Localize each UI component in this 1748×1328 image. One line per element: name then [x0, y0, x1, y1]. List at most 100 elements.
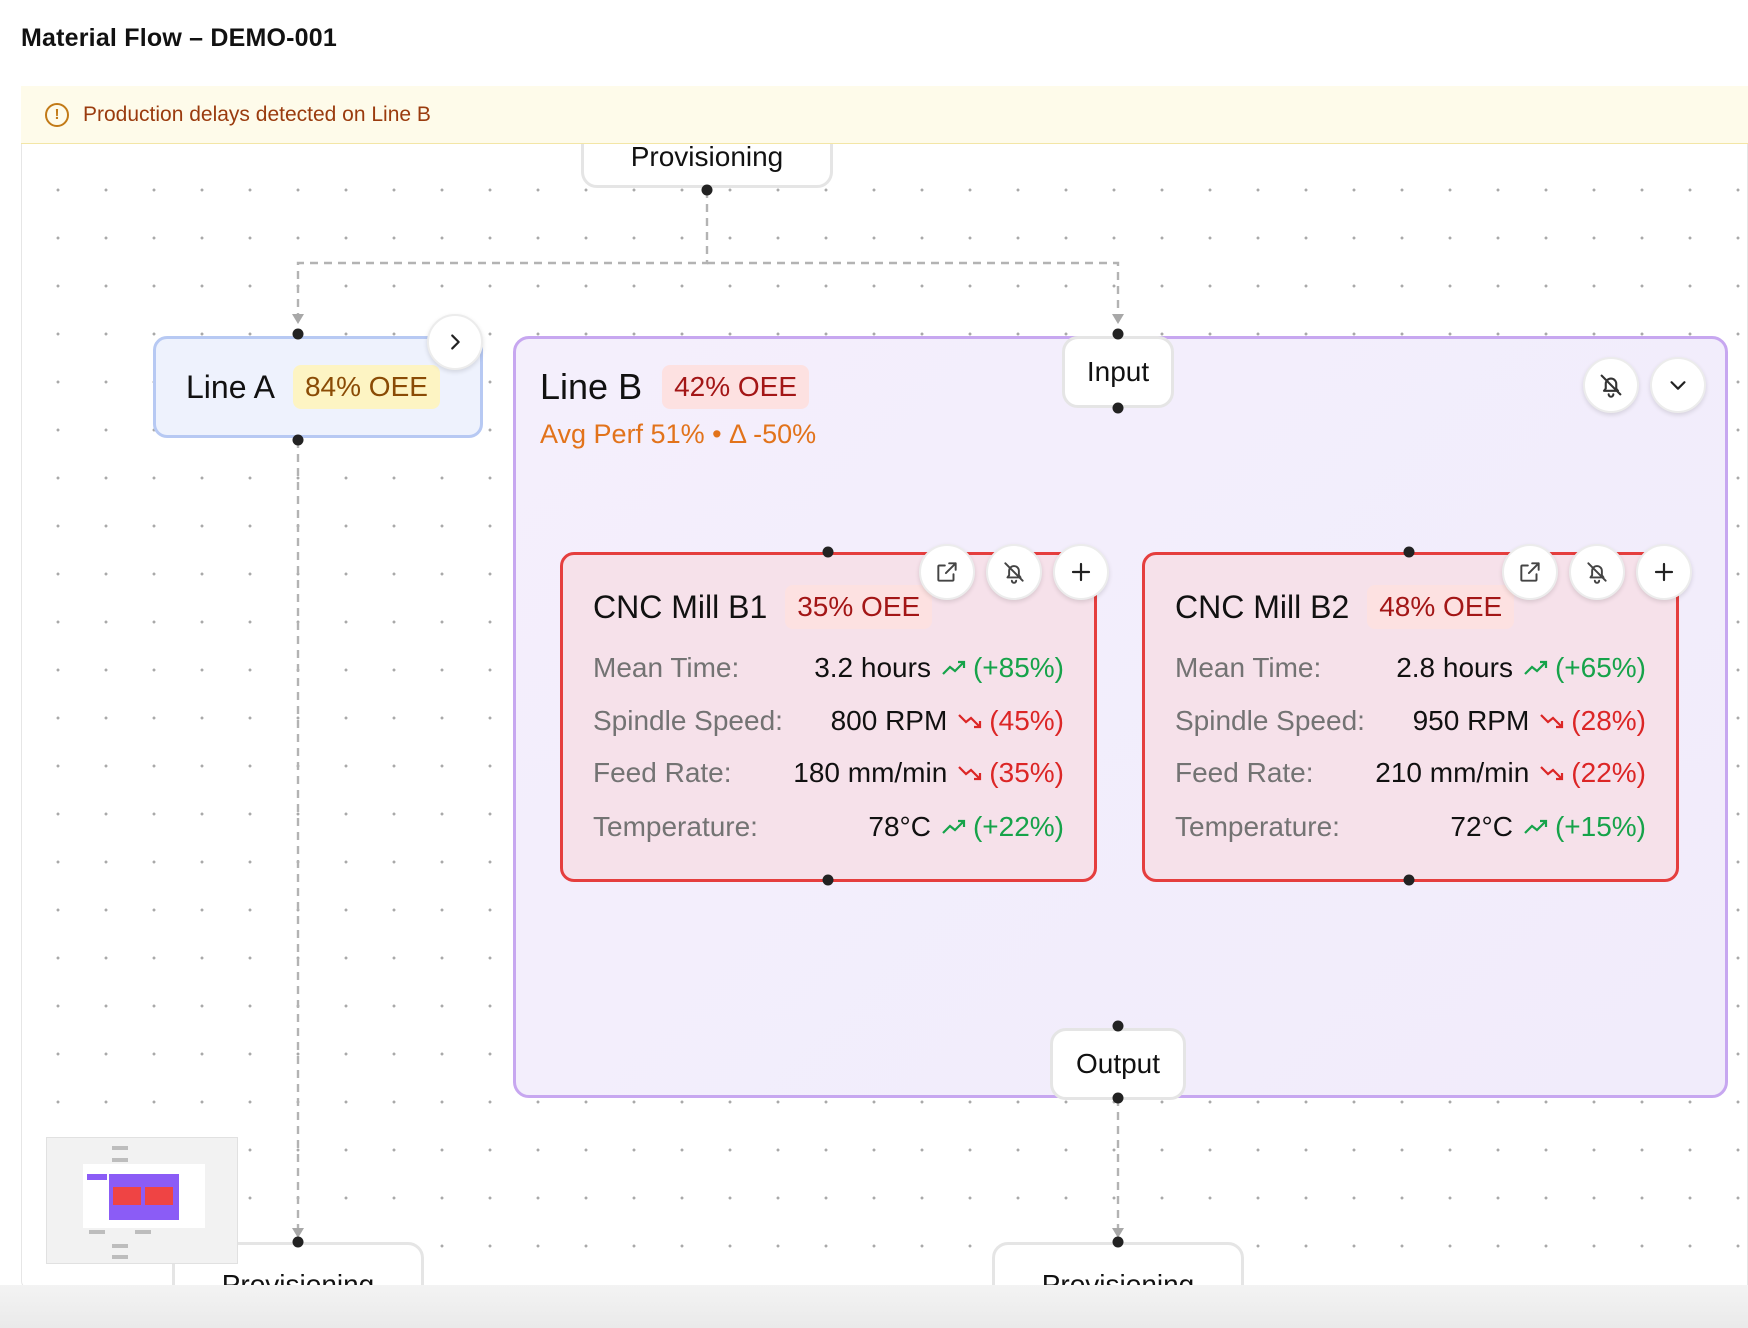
line-a-name: Line A [186, 368, 275, 405]
line-b-oee-badge: 42% OEE [662, 365, 810, 409]
bell-off-icon [1587, 562, 1607, 584]
metric-row: Feed Rate: 180 mm/min (35%) [593, 753, 1064, 793]
line-b-name: Line B [540, 366, 643, 407]
collapse-line-b-button[interactable] [1650, 357, 1706, 413]
open-mill-b2-button[interactable] [1502, 544, 1558, 600]
edge-provisioning-line-a [296, 190, 709, 322]
handle-dot [1403, 874, 1415, 886]
metric-change: (+22%) [972, 811, 1064, 842]
metric-change: (22%) [1571, 757, 1646, 788]
metric-trend: (35%) [957, 757, 1064, 789]
mute-line-b-button[interactable] [1583, 357, 1639, 413]
handle-dot [1112, 328, 1124, 340]
page-title: Material Flow – DEMO-001 [21, 24, 337, 52]
metric-value: 3.2 hours [814, 652, 931, 683]
minimap-preview [83, 1146, 205, 1259]
flow-canvas[interactable]: Provisioning Line A 84% OEE Line B 42% O… [21, 144, 1748, 1289]
alert-message: Production delays detected on Line B [83, 102, 431, 126]
add-mill-b1-button[interactable] [1053, 544, 1109, 600]
mill-name: CNC Mill B1 [593, 588, 768, 625]
metric-change: (45%) [989, 705, 1064, 736]
handle-dot [822, 874, 834, 886]
handle-dot [1112, 1020, 1124, 1032]
metric-trend: (28%) [1539, 705, 1646, 737]
metric-row: Mean Time: 2.8 hours (+65%) [1175, 648, 1646, 688]
provisioning-node-top[interactable]: Provisioning [581, 144, 833, 188]
metric-label: Feed Rate: [593, 757, 732, 788]
handle-dot [1403, 546, 1415, 558]
metric-trend: (+65%) [1523, 652, 1646, 684]
metric-change: (35%) [989, 757, 1064, 788]
metric-value: 78°C [868, 811, 931, 842]
metric-trend: (45%) [957, 705, 1064, 737]
minimap[interactable] [46, 1137, 238, 1264]
input-node[interactable]: Input [1062, 336, 1174, 408]
metric-value: 800 RPM [830, 705, 948, 736]
edge-provisioning-input [707, 261, 1120, 322]
trend-up-icon [1524, 660, 1548, 675]
node-label: Provisioning [221, 1269, 375, 1289]
metric-value: 2.8 hours [1396, 652, 1513, 683]
metric-row: Feed Rate: 210 mm/min (22%) [1175, 753, 1646, 793]
metric-change: (28%) [1571, 705, 1646, 736]
handle-dot [701, 184, 713, 196]
handle-dot [1112, 1092, 1124, 1104]
mill-name: CNC Mill B2 [1175, 588, 1350, 625]
handle-dot [292, 1236, 304, 1248]
plus-icon [1654, 562, 1674, 582]
metric-value: 72°C [1450, 811, 1513, 842]
metric-change: (+65%) [1554, 652, 1646, 683]
node-label: Output [1075, 1048, 1161, 1079]
metric-row: Temperature: 78°C (+22%) [593, 807, 1064, 847]
metric-label: Mean Time: [593, 652, 740, 683]
metric-label: Spindle Speed: [593, 705, 783, 736]
line-a-node[interactable]: Line A 84% OEE [153, 336, 483, 438]
mill-oee-badge: 48% OEE [1367, 585, 1515, 629]
metric-row: Spindle Speed: 800 RPM (45%) [593, 701, 1064, 741]
trend-down-icon [1540, 766, 1564, 781]
trend-up-icon [1524, 819, 1548, 834]
handle-dot [1112, 1236, 1124, 1248]
bottom-edge [0, 1285, 1748, 1328]
metric-change: (+85%) [972, 652, 1064, 683]
trend-down-icon [1540, 714, 1564, 729]
line-b-perf-stat: Avg Perf 51% • Δ -50% [540, 419, 817, 449]
metric-value: 180 mm/min [793, 757, 948, 788]
mute-mill-b2-button[interactable] [1569, 544, 1625, 600]
bell-off-icon [1004, 562, 1024, 584]
bell-off-icon [1600, 374, 1622, 398]
handle-dot [1112, 402, 1124, 414]
expand-line-a-button[interactable] [427, 314, 483, 370]
add-mill-b2-button[interactable] [1636, 544, 1692, 600]
line-a-oee-badge: 84% OEE [292, 365, 440, 409]
metric-label: Mean Time: [1175, 652, 1322, 683]
mill-header: CNC Mill B2 48% OEE [1175, 585, 1515, 629]
metric-value: 950 RPM [1412, 705, 1530, 736]
line-b-header: Line B 42% OEE [540, 365, 810, 409]
handle-dot [292, 328, 304, 340]
alert-circle-icon: ! [45, 102, 69, 127]
trend-down-icon [958, 714, 982, 729]
mill-header: CNC Mill B1 35% OEE [593, 585, 933, 629]
metric-value: 210 mm/min [1375, 757, 1530, 788]
metric-row: Mean Time: 3.2 hours (+85%) [593, 648, 1064, 688]
connection-handles [292, 184, 1415, 1248]
mill-oee-badge: 35% OEE [785, 585, 933, 629]
metric-change: (+15%) [1554, 811, 1646, 842]
external-link-icon [937, 562, 957, 582]
metric-trend: (+22%) [941, 811, 1064, 843]
trend-down-icon [958, 766, 982, 781]
mute-mill-b1-button[interactable] [986, 544, 1042, 600]
handle-dot [822, 546, 834, 558]
trend-up-icon [942, 660, 966, 675]
trend-up-icon [942, 819, 966, 834]
alert-banner: ! Production delays detected on Line B [21, 86, 1748, 144]
metric-row: Temperature: 72°C (+15%) [1175, 807, 1646, 847]
chevron-down-icon [1670, 381, 1686, 390]
metric-label: Temperature: [593, 811, 758, 842]
plus-icon [1071, 562, 1091, 582]
metric-label: Temperature: [1175, 811, 1340, 842]
open-mill-b1-button[interactable] [919, 544, 975, 600]
metric-trend: (+85%) [941, 652, 1064, 684]
external-link-icon [1520, 562, 1540, 582]
